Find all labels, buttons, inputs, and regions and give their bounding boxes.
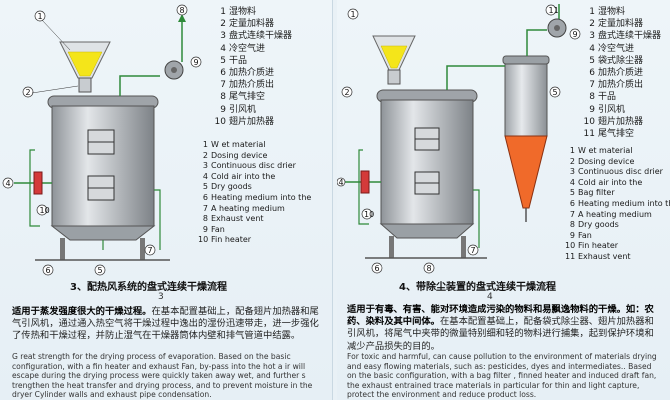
heating-medium-out-pipe — [154, 189, 161, 250]
diagram-right: 1 2 11 9 5 4 10 6 8 7 — [337, 4, 581, 274]
caption-right: 4、带除尘装置的盘式连续干燥流程 — [399, 282, 556, 293]
exhaust-pipe — [119, 75, 160, 96]
feed-material — [67, 51, 103, 77]
vessel-bottom — [379, 223, 475, 239]
description-en-left: G reat strength for the drying process o… — [12, 352, 313, 399]
heating-medium-in-pipe — [358, 149, 369, 225]
svg-text:2: 2 — [26, 88, 31, 97]
dosing-device — [78, 77, 92, 93]
caption-left: 3、配热风系统的盘式连续干燥流程 — [70, 282, 227, 293]
description-cn-left: 适用于蒸发强度很大的干燥过程。在基本配置基础上，配备翅片加热器和尾气引风机，通过… — [12, 306, 319, 342]
heating-medium-in-pipe — [29, 149, 40, 227]
svg-text:7: 7 — [471, 246, 476, 255]
svg-text:9: 9 — [194, 58, 199, 67]
vessel-body — [380, 99, 474, 225]
callout-numbers: 1 2 11 9 5 4 10 6 8 7 — [337, 4, 581, 274]
bag-filter-cone — [504, 135, 548, 209]
svg-text:6: 6 — [375, 264, 380, 273]
svg-text:10: 10 — [40, 206, 50, 215]
svg-text:11: 11 — [549, 6, 559, 15]
callout-numbers: 1 2 8 9 4 10 6 5 7 — [2, 4, 202, 276]
dust-duct — [446, 65, 505, 90]
feed-material — [380, 45, 408, 69]
description-cn-right: 适用于有毒、有害、能对环境造成污染的物料和易飘逸物料的干燥。如：农药、染料及其中… — [347, 304, 654, 352]
svg-text:6: 6 — [46, 266, 51, 275]
exhaust-arrow — [178, 14, 186, 22]
svg-text:5: 5 — [553, 88, 558, 97]
exhaust-pipe — [526, 29, 547, 56]
caption-subnumber-right: 4 — [487, 292, 493, 302]
svg-text:8: 8 — [180, 6, 185, 15]
bag-filter-cap — [502, 55, 550, 65]
svg-text:4: 4 — [6, 179, 11, 188]
svg-text:2: 2 — [345, 88, 350, 97]
svg-text:1: 1 — [38, 12, 43, 21]
svg-text:5: 5 — [98, 266, 103, 275]
heating-medium-out-pipe — [473, 189, 480, 248]
vessel-body — [51, 105, 155, 227]
fin-heater — [360, 170, 370, 194]
svg-text:7: 7 — [148, 246, 153, 255]
bag-filter-body — [504, 61, 548, 137]
vessel-bottom — [50, 225, 156, 241]
vessel-leg — [140, 238, 145, 260]
caption-subnumber-left: 3 — [158, 292, 164, 302]
svg-text:1: 1 — [351, 10, 356, 19]
vessel-leg — [60, 238, 65, 260]
svg-text:8: 8 — [427, 264, 432, 273]
description-en-right: For toxic and harmful, can cause polluti… — [347, 352, 657, 399]
svg-text:9: 9 — [573, 30, 578, 39]
diagram-left: 1 2 8 9 4 10 6 5 7 — [2, 4, 202, 276]
dosing-device — [387, 69, 401, 85]
svg-text:4: 4 — [339, 178, 344, 187]
svg-text:10: 10 — [364, 210, 374, 219]
fin-heater — [33, 171, 43, 195]
